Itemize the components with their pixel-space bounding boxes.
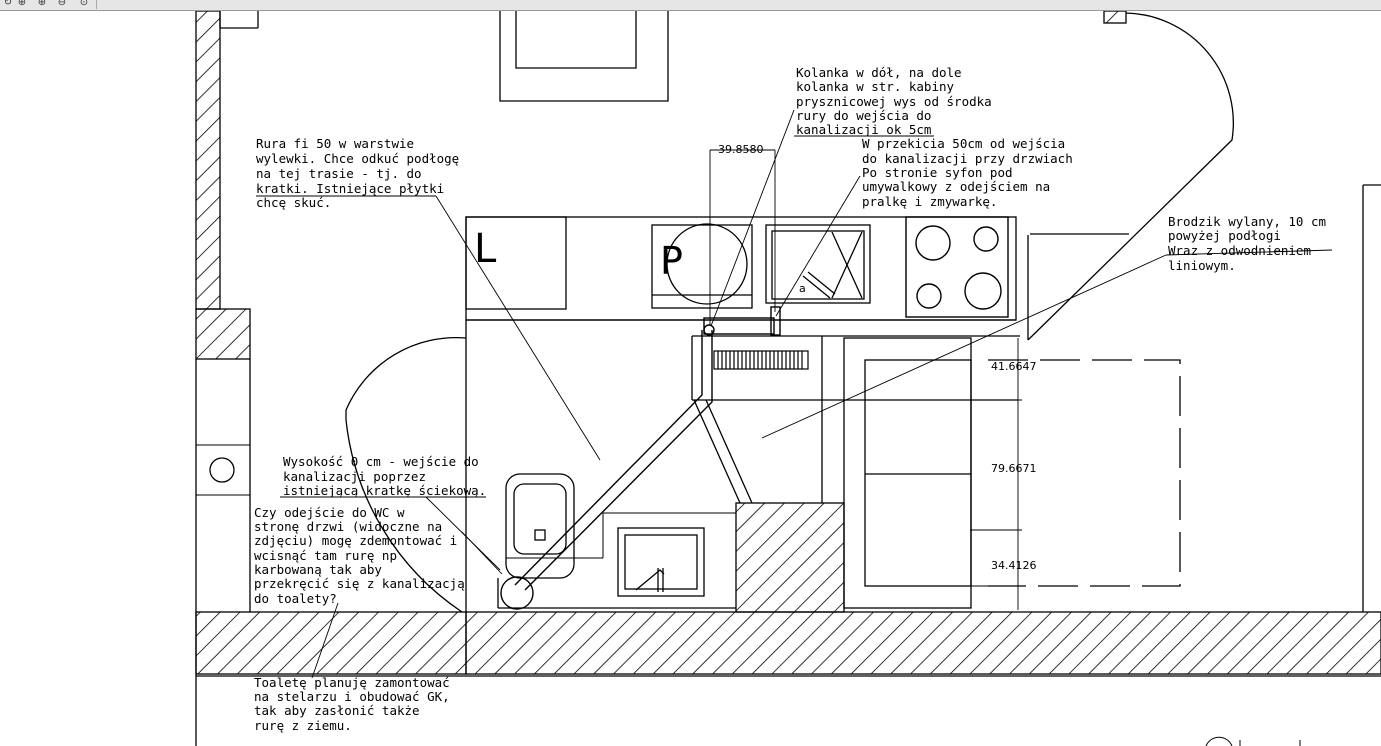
window-frame [499,11,669,102]
drain-pipe [500,306,781,610]
door-swings [345,12,1234,613]
note-intersection: W przekicia 50cm od wejścia do kanalizac… [862,136,1080,209]
shower-area [691,335,1181,609]
dimension-right-1: 41.6647 [991,360,1037,373]
note-wc-question: Czy odejście do WC w stronę drzwi (widoc… [254,505,472,606]
dishwasher [765,224,871,304]
dimension-top: 39.8580 [718,143,764,156]
note-elbows: Kolanka w dół, na dole kolanka w str. ka… [796,65,999,137]
dimension-right-3: 34.4126 [991,559,1037,572]
dimension-right-2: 79.6671 [991,462,1037,475]
fridge-label: L [474,226,497,272]
note-pipe-route: Rura fi 50 w warstwie wylewki. Chce odku… [256,136,467,210]
corner-fragment [1205,736,1301,746]
fridge [465,216,567,310]
refresh-icon[interactable]: ↻ [3,0,13,8]
walls [195,11,1381,746]
viewer-toolbar: ↻ ⊕ ⊕ ⊖ ⊙ [0,0,1381,11]
zoom-out-icon[interactable]: ⊖ [57,0,67,8]
zoom-in-icon[interactable]: ⊕ [37,0,47,8]
washbasin [617,527,705,597]
note-toilet-plan: Toaletę planuję zamontować na stelarzu i… [254,675,457,733]
toolbar-divider [96,0,1381,9]
dimension-lines [709,149,1022,610]
cooktop [905,216,1009,318]
note-height: Wysokość 0 cm - wejście do kanalizacji p… [283,454,486,498]
toilet [497,473,736,609]
drain-grate [713,350,809,370]
washer-label: a [799,282,806,295]
washbasin-supply [506,512,736,559]
floor-plan-drawing: L P a [195,11,1381,746]
zoom-icon[interactable]: ⊕ [17,0,27,8]
leader-lines [256,109,1333,679]
sink-cabinet [651,223,753,309]
note-shower-tray: Brodzik wylany, 10 cm powyżej podłogi Wr… [1168,214,1334,273]
wall-outlet [209,457,235,483]
kitchen-counter [465,216,1017,612]
sink-label: P [660,239,683,283]
pan-icon[interactable]: ⊙ [79,0,89,8]
